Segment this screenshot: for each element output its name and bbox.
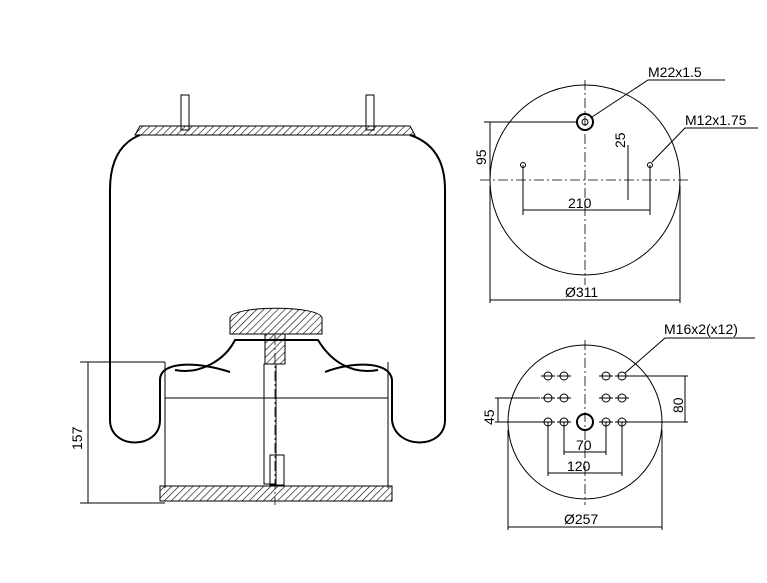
top-plate [134, 125, 416, 136]
base-plate [159, 485, 393, 502]
top-diameter-label: Ø311 [565, 284, 598, 300]
inner-spacing-label: 70 [576, 437, 592, 453]
edge-label: 95 [473, 149, 489, 165]
bumper [229, 307, 323, 335]
bellows-outline [109, 134, 446, 444]
center-hole [576, 413, 594, 431]
bottom-diameter-label: Ø257 [564, 511, 598, 527]
stud-spacing-label: 210 [568, 195, 592, 211]
outer-spacing-label: 120 [567, 458, 591, 474]
height-label: 157 [69, 426, 85, 450]
row-offset-label: 45 [481, 409, 497, 425]
side-view: 157 [69, 94, 446, 505]
stud-thread-label: M12x1.75 [685, 112, 747, 128]
stud-right [365, 94, 375, 131]
offset-label: 25 [612, 132, 628, 148]
bolt-thread-label: M16x2(x12) [664, 321, 738, 337]
row-span-label: 80 [670, 397, 686, 413]
bottom-view: 45 80 70 120 Ø257 M16x2(x12) [481, 321, 755, 530]
top-view: 210 95 25 Ø311 M22x1.5 M12x1.75 [473, 64, 758, 303]
stud-left [180, 94, 190, 131]
center-thread-label: M22x1.5 [648, 64, 702, 80]
